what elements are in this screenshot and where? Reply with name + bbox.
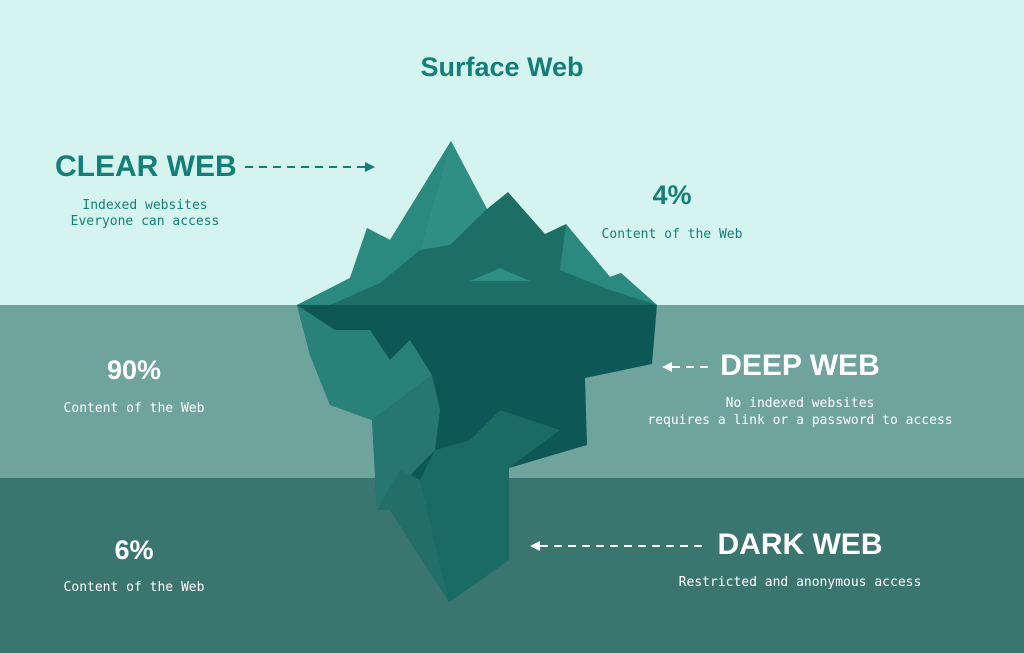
deep-web-desc-1: No indexed websites <box>725 396 875 411</box>
clear-web-desc-1: Indexed websites <box>82 198 208 213</box>
dark-band <box>0 478 1024 653</box>
iceberg-below-water <box>297 305 657 602</box>
dark-web-percent-label: Content of the Web <box>63 580 205 595</box>
deep-web-heading: DEEP WEB <box>720 349 880 382</box>
dark-web-heading: DARK WEB <box>717 528 883 561</box>
dark-web-arrow <box>530 541 706 551</box>
deep-web-percent-label: Content of the Web <box>63 401 205 416</box>
clear-web-heading: CLEAR WEB <box>55 150 237 183</box>
deep-web-desc-2: requires a link or a password to access <box>647 413 953 428</box>
dark-web-percent: 6% <box>114 535 154 565</box>
clear-web-percent: 4% <box>652 180 692 210</box>
iceberg-above-water <box>297 141 657 305</box>
dark-web-desc: Restricted and anonymous access <box>678 575 922 590</box>
deep-web-arrow <box>662 362 710 372</box>
page-title: Surface Web <box>420 52 584 82</box>
clear-web-desc-2: Everyone can access <box>70 214 220 229</box>
clear-web-arrow <box>245 162 375 172</box>
clear-web-percent-label: Content of the Web <box>601 227 743 242</box>
deep-web-percent: 90% <box>106 355 162 385</box>
